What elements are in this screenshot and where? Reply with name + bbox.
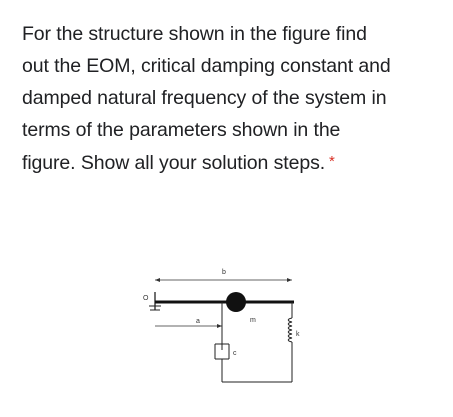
dimension-a-label: a — [196, 318, 200, 325]
question-line-5-text: figure. Show all your solution steps. — [22, 152, 326, 174]
pivot-label: O — [143, 295, 149, 302]
spring-label: k — [296, 331, 300, 338]
question-text: For the structure shown in the figure fi… — [22, 18, 447, 179]
question-line-3: damped natural frequency of the system i… — [22, 87, 387, 109]
dimension-b — [155, 278, 292, 282]
spring — [287, 302, 293, 382]
question-line-2: out the EOM, critical damping constant a… — [22, 55, 391, 77]
question-line-5: figure. Show all your solution steps.* — [22, 146, 447, 179]
mass-ball — [226, 292, 246, 312]
damper — [214, 302, 230, 382]
question-line-4: terms of the parameters shown in the — [22, 119, 341, 141]
required-marker: * — [329, 153, 335, 170]
mass-label: m — [250, 317, 256, 324]
question-line-1: For the structure shown in the figure fi… — [22, 23, 367, 45]
dimension-b-label: b — [222, 269, 226, 276]
dimension-a — [155, 324, 222, 328]
damper-label: c — [233, 350, 237, 357]
mechanism-figure: O b m a c k — [143, 269, 300, 383]
